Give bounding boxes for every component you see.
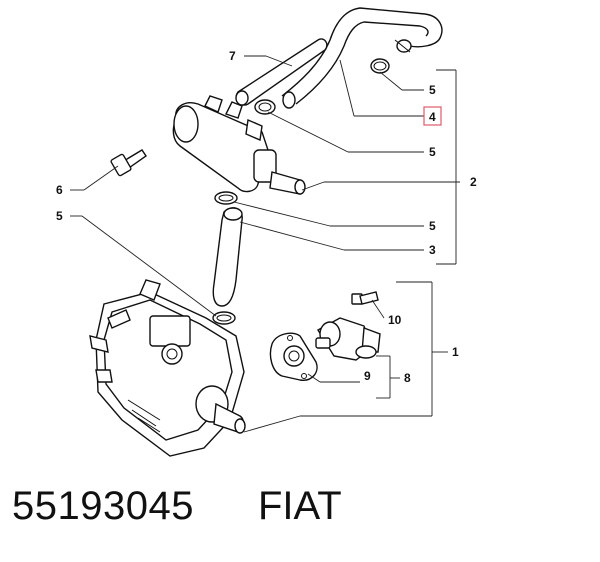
pump-1-shape xyxy=(89,279,246,457)
callout-8: 8 xyxy=(404,371,411,385)
hose-7-shape xyxy=(235,38,328,106)
callout-3: 3 xyxy=(429,243,436,257)
exploded-parts-diagram: 7 5 4 5 2 6 5 5 3 10 1 9 8 xyxy=(56,7,477,457)
callout-6: 6 xyxy=(56,183,63,197)
callout-9: 9 xyxy=(364,369,371,383)
footer: 55193045 FIAT xyxy=(0,478,600,562)
clamp-upper-mid xyxy=(254,99,276,115)
clamp-upper-right xyxy=(370,58,390,74)
callout-10: 10 xyxy=(388,313,402,327)
regulator-valve-8-shape xyxy=(315,317,381,361)
callout-5: 5 xyxy=(56,209,63,223)
bolt-10-shape xyxy=(351,291,379,305)
callout-5: 5 xyxy=(429,219,436,233)
clamp-lower xyxy=(212,311,236,325)
callout-5: 5 xyxy=(429,145,436,159)
callout-1: 1 xyxy=(452,345,459,359)
junction-body-2-shape xyxy=(172,95,306,195)
part-number: 55193045 xyxy=(12,484,194,528)
callout-2: 2 xyxy=(470,175,477,189)
hose-3-shape xyxy=(212,207,243,307)
leader-lines xyxy=(70,55,460,433)
bolt-6-shape xyxy=(110,149,147,177)
hose-4-shape xyxy=(281,7,443,109)
flange-9-shape xyxy=(269,332,318,381)
callout-5: 5 xyxy=(429,83,436,97)
callout-7: 7 xyxy=(229,49,236,63)
callout-4: 4 xyxy=(429,110,436,124)
brand-name: FIAT xyxy=(258,484,342,528)
clamp-middle xyxy=(214,191,238,205)
callout-4-highlight xyxy=(423,106,442,126)
